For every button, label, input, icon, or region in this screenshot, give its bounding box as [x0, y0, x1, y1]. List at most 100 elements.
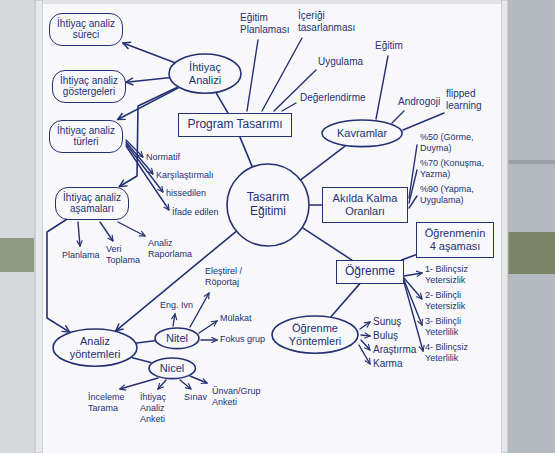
window-right [508, 0, 555, 453]
leader-arrow [404, 280, 422, 325]
topic-oval: Analiz yöntemleri [52, 328, 138, 367]
branch-label: %50 (Görme, Duyma) [420, 132, 496, 154]
branch-label: 2- Bilinçli Yetersizlik [425, 290, 493, 312]
branch-label: %90 (Yapma, Uygulama) [420, 184, 496, 206]
board-frame [35, 0, 43, 453]
connector [217, 94, 228, 113]
branch-label: İçeriği tasarlanması [298, 10, 362, 34]
board-frame [501, 0, 508, 453]
branch-label: İfade edilen [172, 207, 219, 218]
outline [169, 54, 241, 93]
outline [272, 316, 358, 353]
branch-label: Sunuş [373, 316, 401, 328]
node-text: Nitel [166, 332, 188, 345]
branch-label: Fokus grup [220, 334, 265, 345]
node-text: Öğrenme Yöntemleri [285, 322, 345, 347]
branch-label: Analiz Raporlama [148, 238, 198, 260]
branch-label: 4- Bilinçsiz Yeterlilik [425, 342, 493, 364]
branch-label: Sınav [184, 392, 207, 403]
leader-arrow [404, 273, 422, 276]
greenery [508, 232, 555, 274]
connector [301, 146, 345, 179]
connector [126, 78, 169, 82]
connector [118, 88, 178, 119]
branch-box: Akılda Kalma Oranları [322, 187, 408, 222]
board-surface [43, 4, 501, 453]
branch-label: Normatif [146, 152, 180, 163]
node-text: İhtiyaç Analizi [182, 61, 228, 86]
method-oval: Nitel [154, 327, 200, 350]
outline [53, 329, 137, 366]
branch-label: %70 (Konuşma, Yazma) [420, 158, 496, 180]
branch-label: Ünvan/Grup Anketi [212, 386, 264, 408]
branch-label: Karşılaştırmalı [156, 170, 214, 181]
connector [240, 137, 252, 166]
branch-label: hissedilen [166, 188, 206, 199]
topic-blob: İhtiyaç analiz göstergeleri [52, 70, 126, 103]
outline [322, 120, 402, 147]
leader-line [282, 103, 296, 111]
connector [331, 284, 360, 317]
branch-box: Program Tasarımı [178, 113, 291, 137]
branch-label: Araştırma [373, 344, 416, 356]
central-circle: Tasarım Eğitimi [226, 163, 310, 247]
node-text: Öğrenmenin 4 aşaması [423, 227, 487, 252]
branch-label: Planlama [62, 250, 100, 261]
branch-label: Eng. Ivn [160, 300, 193, 311]
node-text: Tasarım Eğitimi [233, 191, 303, 219]
topic-blob: İhtiyaç analiz süreci [49, 13, 123, 46]
outline [149, 358, 195, 379]
connector [303, 228, 352, 260]
outline [227, 164, 309, 246]
leader-line [409, 145, 417, 198]
topic-oval: İhtiyaç Analizi [168, 53, 242, 94]
branch-label: Eğitim Planlaması [240, 12, 294, 36]
leader-arrow [173, 314, 175, 326]
leader-line [247, 40, 258, 111]
node-text: İhtiyaç analiz göstergeleri [58, 75, 120, 98]
leader-arrow [120, 378, 158, 389]
topic-blob: İhtiyaç analiz aşamaları [55, 187, 129, 220]
board-frame [43, 0, 501, 4]
branch-label: flipped learning [446, 88, 492, 112]
connector [132, 358, 150, 363]
leader-arrow [78, 222, 80, 246]
leader-arrow [359, 345, 370, 364]
branch-label: Eleştirel / Röportaj [205, 266, 257, 288]
node-text: Program Tasarımı [187, 118, 282, 132]
leader-arrow [100, 222, 113, 241]
node-text: İhtiyaç analiz türleri [55, 125, 117, 148]
branch-label: Veri Toplama [106, 244, 146, 266]
node-text: Analiz yöntemleri [66, 335, 124, 360]
node-text: Akılda Kalma Oranları [329, 192, 401, 217]
leader-arrow [201, 339, 217, 340]
leader-arrow [190, 376, 207, 383]
method-oval: Nicel [148, 357, 196, 380]
leader-arrow [361, 340, 370, 350]
leader-line [403, 113, 444, 130]
leader-line [409, 196, 417, 208]
leader-arrow [360, 322, 370, 329]
leader-arrow [404, 282, 423, 351]
branch-label: 3- Bilinçli Yeterlilik [425, 316, 493, 338]
branch-label: 1- Bilinçsiz Yetersizlik [425, 264, 493, 286]
topic-blob: İhtiyaç analiz türleri [49, 120, 123, 153]
topic-box: Öğrenmenin 4 aşaması [416, 222, 494, 257]
window-bar [508, 160, 555, 164]
branch-box: Öğrenme [336, 260, 404, 284]
connector [137, 341, 155, 343]
node-text: İhtiyaç analiz süreci [55, 18, 117, 41]
leader-arrow [180, 380, 191, 389]
connector [123, 43, 174, 62]
branch-label: İhtiyaç Analiz Anketi [140, 392, 180, 424]
connector [310, 204, 322, 206]
wall-left [0, 0, 36, 453]
node-text: Öğrenme [345, 265, 395, 279]
leader-arrow [199, 321, 217, 333]
node-text: Nicel [160, 362, 184, 375]
